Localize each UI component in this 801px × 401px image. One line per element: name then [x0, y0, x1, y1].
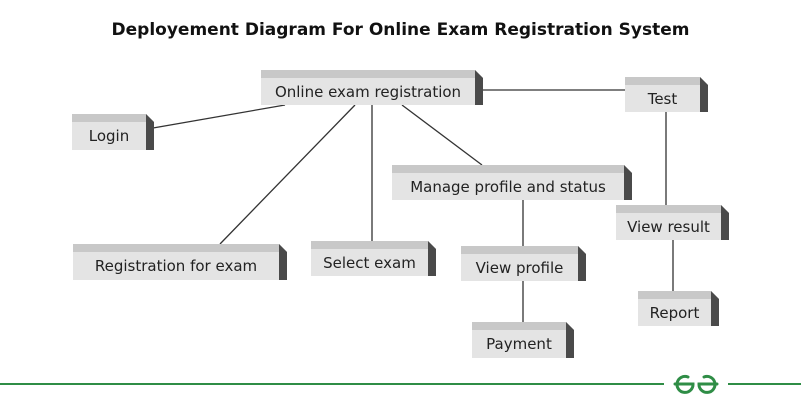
node-registration-for-exam: Registration for exam: [73, 244, 287, 280]
node-test: Test: [625, 77, 708, 112]
node-report: Report: [638, 291, 719, 326]
gfg-logo-icon: [673, 374, 719, 394]
node-payment: Payment: [472, 322, 574, 358]
node-label: View result: [616, 213, 721, 240]
node-label: Registration for exam: [73, 252, 279, 280]
connector-registration: [219, 104, 356, 245]
diagram-title: Deployement Diagram For Online Exam Regi…: [111, 20, 690, 40]
footer-line-left: [0, 383, 664, 385]
node-label: View profile: [461, 254, 578, 281]
node-label: Login: [72, 122, 146, 150]
node-manage-profile: Manage profile and status: [392, 165, 632, 200]
node-select-exam: Select exam: [311, 241, 436, 276]
node-label: Test: [625, 85, 700, 112]
connector-manage-profile: [401, 104, 483, 166]
node-view-result: View result: [616, 205, 729, 240]
node-label: Manage profile and status: [392, 173, 624, 200]
node-label: Online exam registration: [261, 78, 475, 105]
node-label: Report: [638, 299, 711, 326]
node-view-profile: View profile: [461, 246, 586, 281]
node-online-exam-registration: Online exam registration: [261, 70, 483, 105]
node-label: Payment: [472, 330, 566, 358]
node-login: Login: [72, 114, 154, 150]
connector-login: [152, 104, 286, 129]
node-label: Select exam: [311, 249, 428, 276]
footer-line-right: [728, 383, 801, 385]
